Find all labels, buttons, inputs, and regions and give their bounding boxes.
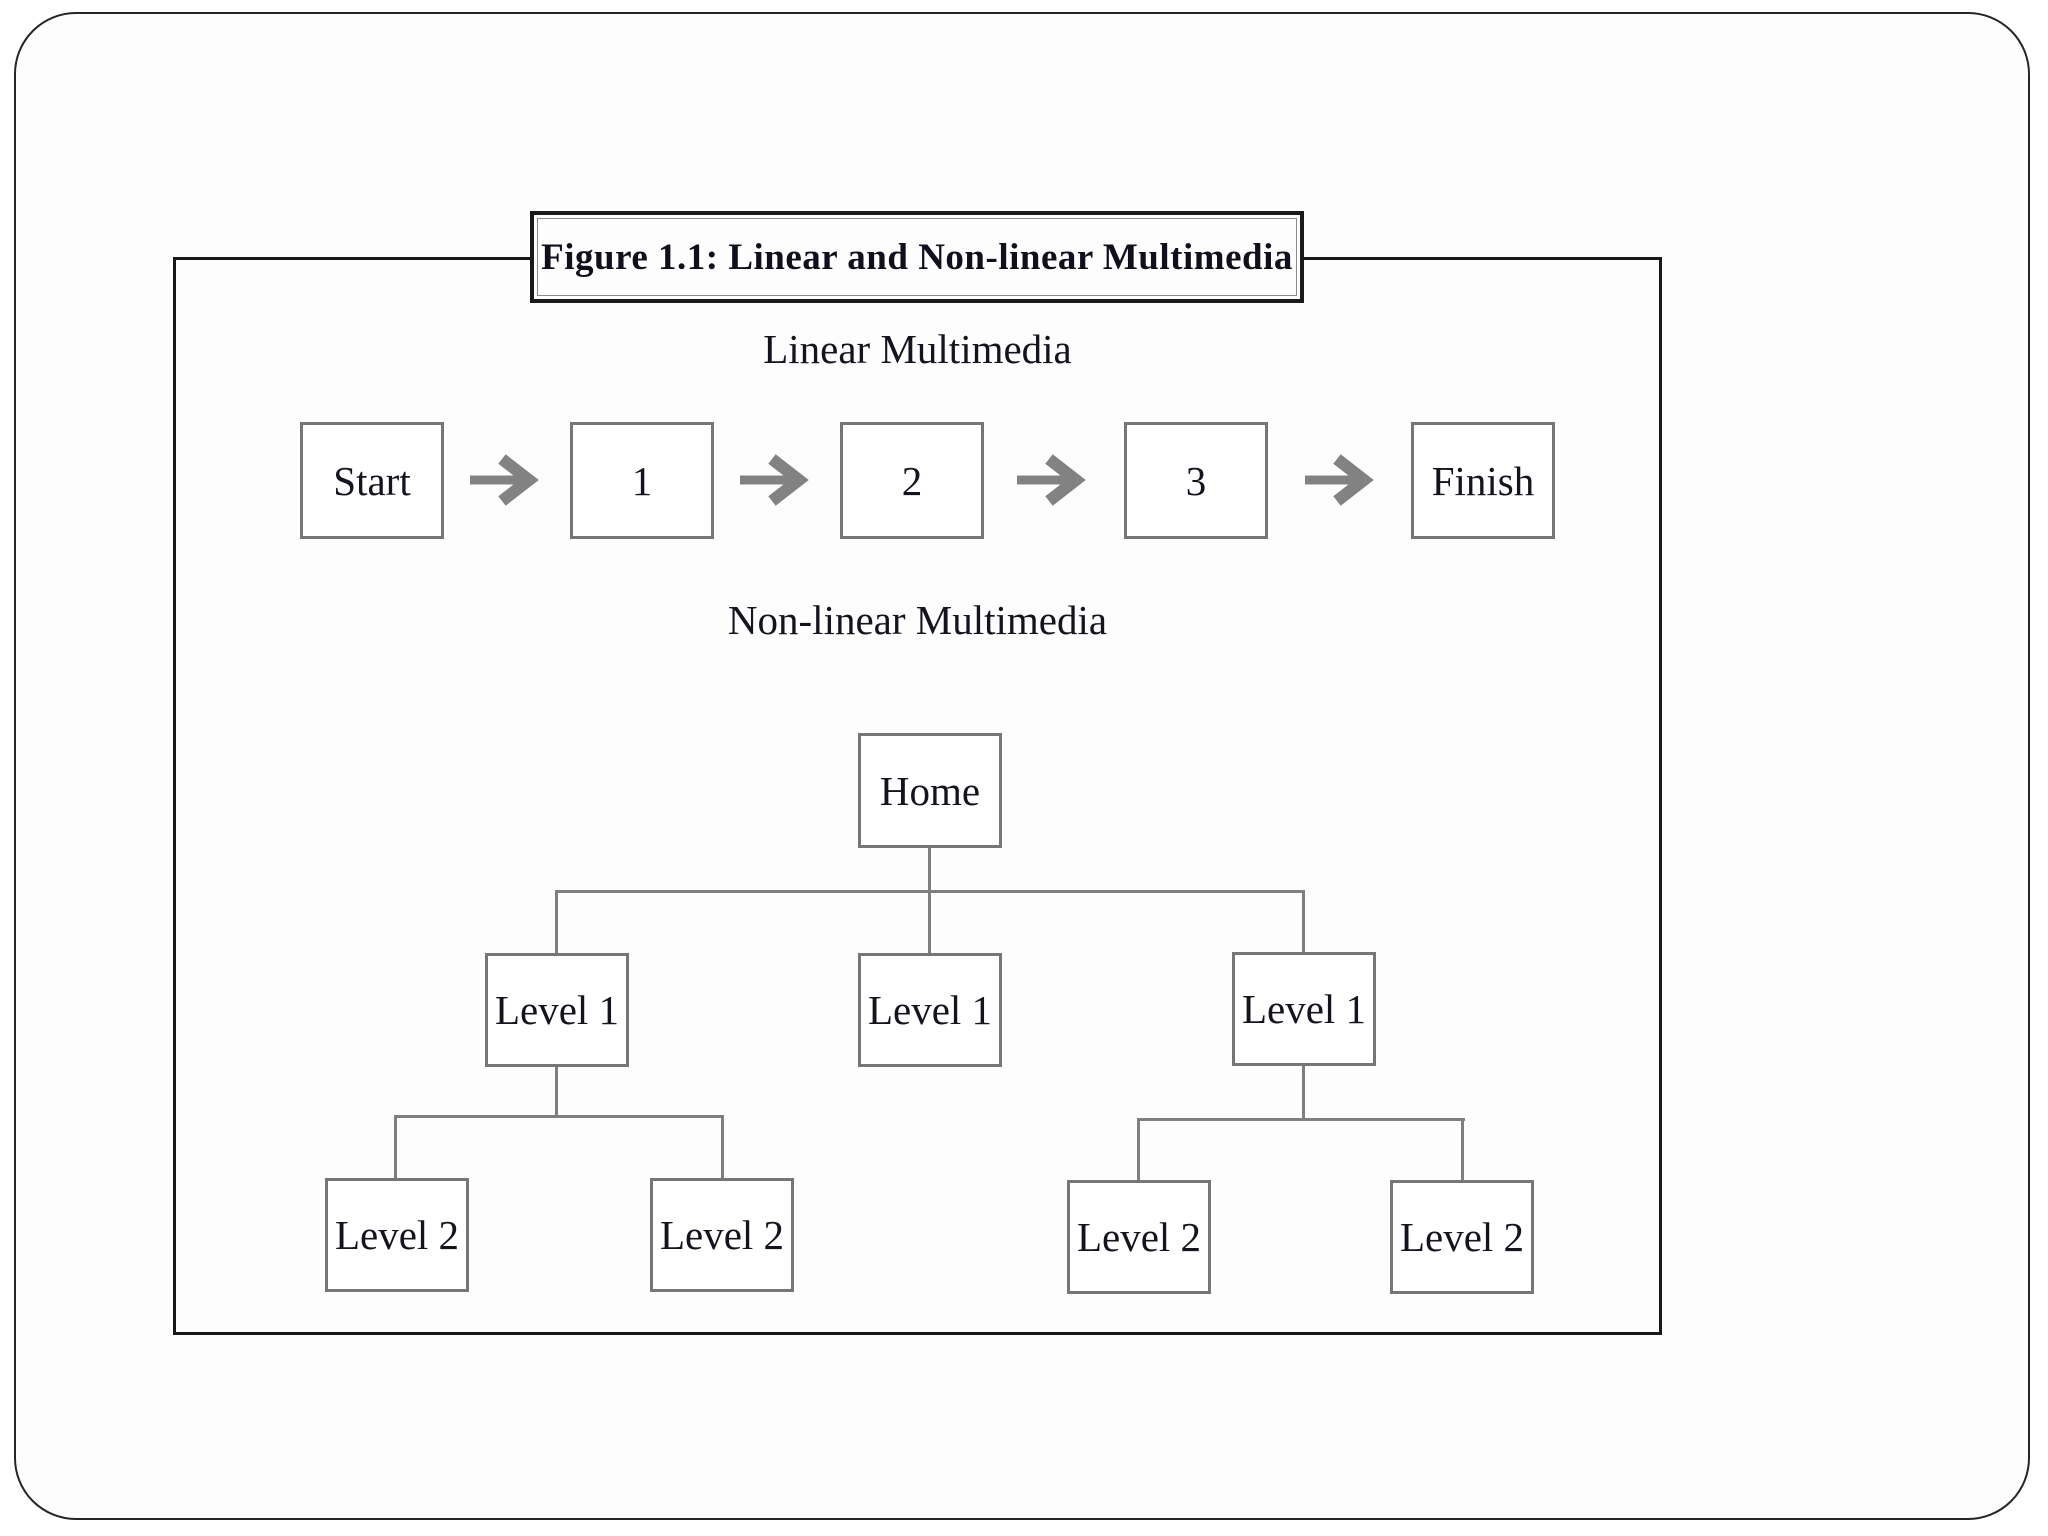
tree-node-level2-left-1: Level 2 bbox=[325, 1178, 469, 1292]
connector-line bbox=[928, 847, 931, 955]
linear-node-1: 1 bbox=[570, 422, 714, 539]
linear-heading: Linear Multimedia bbox=[763, 326, 1072, 372]
connector-line bbox=[721, 1115, 724, 1179]
tree-node-level2-left-2: Level 2 bbox=[650, 1178, 794, 1292]
arrow-right-icon bbox=[470, 454, 539, 506]
connector-line bbox=[394, 1115, 724, 1118]
linear-node-3: 3 bbox=[1124, 422, 1268, 539]
arrow-right-icon bbox=[1305, 454, 1374, 506]
connector-line bbox=[555, 1066, 558, 1117]
connector-line bbox=[1302, 1066, 1305, 1120]
connector-line bbox=[555, 890, 558, 956]
tree-node-level2-right-2: Level 2 bbox=[1390, 1180, 1534, 1294]
linear-node-2: 2 bbox=[840, 422, 984, 539]
nonlinear-heading: Non-linear Multimedia bbox=[727, 597, 1108, 643]
tree-node-level1-right: Level 1 bbox=[1232, 952, 1376, 1066]
linear-node-start: Start bbox=[300, 422, 444, 539]
connector-line bbox=[1137, 1118, 1140, 1183]
connector-line bbox=[394, 1115, 397, 1179]
linear-node-finish: Finish bbox=[1411, 422, 1555, 539]
connector-line bbox=[1461, 1118, 1464, 1183]
connector-line bbox=[556, 890, 1305, 893]
connector-line bbox=[1302, 890, 1305, 954]
tree-node-level1-left: Level 1 bbox=[485, 953, 629, 1067]
arrow-right-icon bbox=[740, 454, 809, 506]
figure-title-box: Figure 1.1: Linear and Non-linear Multim… bbox=[530, 211, 1304, 303]
connector-line bbox=[1137, 1118, 1465, 1121]
figure-title: Figure 1.1: Linear and Non-linear Multim… bbox=[541, 236, 1293, 278]
tree-node-level1-middle: Level 1 bbox=[858, 953, 1002, 1067]
tree-node-level2-right-1: Level 2 bbox=[1067, 1180, 1211, 1294]
tree-node-home: Home bbox=[858, 733, 1002, 848]
arrow-right-icon bbox=[1017, 454, 1086, 506]
